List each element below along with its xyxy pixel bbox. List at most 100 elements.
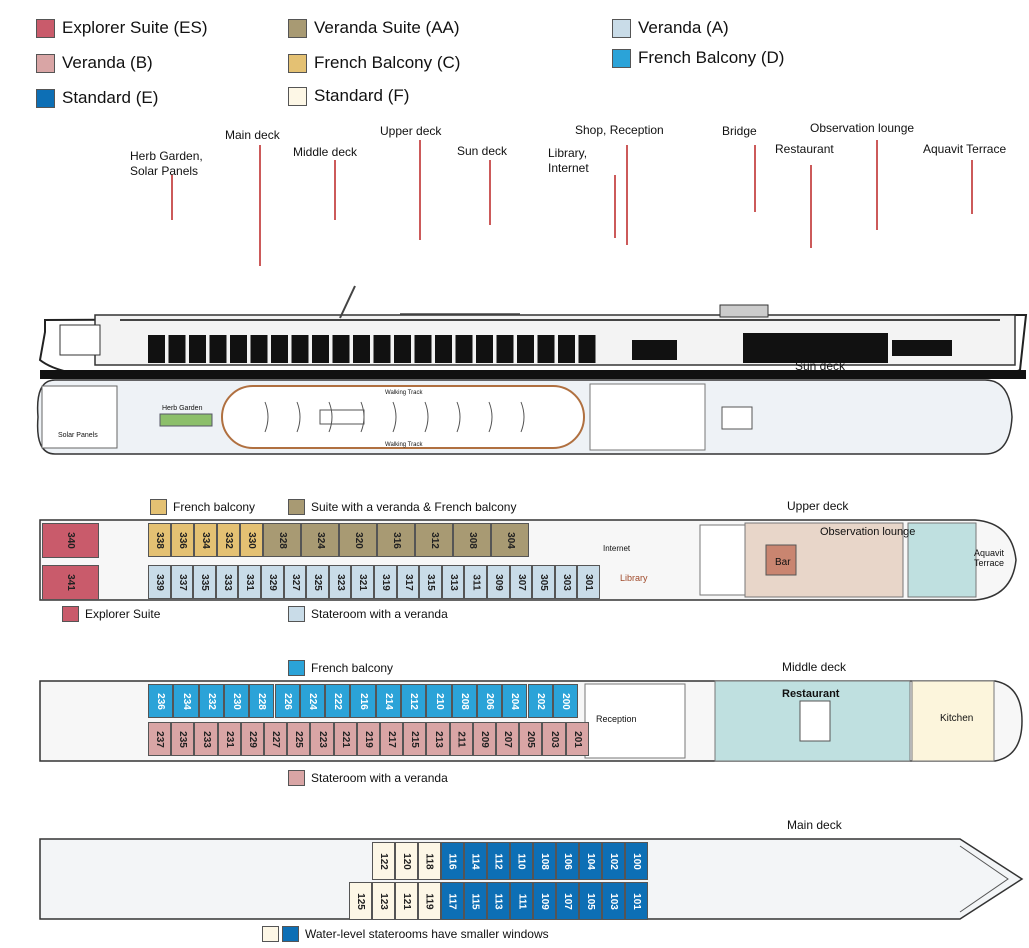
- cabin-334[interactable]: 334: [194, 523, 217, 557]
- cabin-233[interactable]: 233: [194, 722, 218, 756]
- cabin-230[interactable]: 230: [223, 684, 250, 718]
- cabin-305[interactable]: 305: [532, 565, 555, 599]
- cabin-113[interactable]: 113: [487, 882, 510, 920]
- cabin-222[interactable]: 222: [325, 684, 351, 718]
- cabin-123[interactable]: 123: [372, 882, 395, 920]
- cabin-125[interactable]: 125: [349, 882, 372, 920]
- cabin-329[interactable]: 329: [261, 565, 284, 599]
- cabin-109[interactable]: 109: [533, 882, 556, 920]
- ship-window: [496, 335, 514, 363]
- cabin-211[interactable]: 211: [449, 722, 473, 756]
- cabin-332[interactable]: 332: [217, 523, 240, 557]
- cabin-229[interactable]: 229: [240, 722, 264, 756]
- cabin-312[interactable]: 312: [415, 523, 453, 557]
- cabin-327[interactable]: 327: [283, 565, 307, 599]
- cabin-106[interactable]: 106: [556, 842, 579, 880]
- cabin-215[interactable]: 215: [403, 722, 427, 756]
- cabin-221[interactable]: 221: [333, 722, 357, 756]
- cabin-228[interactable]: 228: [249, 684, 275, 718]
- cabin-333[interactable]: 333: [215, 565, 239, 599]
- cabin-216[interactable]: 216: [350, 684, 376, 718]
- cabin-223[interactable]: 223: [310, 722, 334, 756]
- cabin-120[interactable]: 120: [395, 842, 418, 880]
- cabin-324[interactable]: 324: [301, 523, 339, 557]
- cabin-321[interactable]: 321: [351, 565, 374, 599]
- cabin-232[interactable]: 232: [198, 684, 224, 718]
- cabin-101[interactable]: 101: [625, 882, 648, 920]
- cabin-309[interactable]: 309: [487, 565, 510, 599]
- cabin-225[interactable]: 225: [287, 722, 311, 756]
- cabin-111[interactable]: 111: [510, 882, 533, 920]
- cabin-102[interactable]: 102: [602, 842, 625, 880]
- cabin-104[interactable]: 104: [579, 842, 602, 880]
- cabin-203[interactable]: 203: [542, 722, 566, 756]
- cabin-323[interactable]: 323: [328, 565, 352, 599]
- cabin-317[interactable]: 317: [396, 565, 420, 599]
- cabin-121[interactable]: 121: [395, 882, 418, 920]
- cabin-214[interactable]: 214: [375, 684, 401, 718]
- cabin-224[interactable]: 224: [299, 684, 326, 718]
- cabin-107[interactable]: 107: [556, 882, 579, 920]
- cabin-340[interactable]: 340: [42, 523, 99, 558]
- cabin-117[interactable]: 117: [441, 882, 464, 920]
- cabin-119[interactable]: 119: [418, 882, 441, 920]
- cabin-234[interactable]: 234: [173, 684, 199, 718]
- cabin-208[interactable]: 208: [451, 684, 477, 718]
- cabin-325[interactable]: 325: [306, 565, 329, 599]
- cabin-205[interactable]: 205: [519, 722, 543, 756]
- cabin-316[interactable]: 316: [377, 523, 415, 557]
- cabin-108[interactable]: 108: [533, 842, 556, 880]
- cabin-100[interactable]: 100: [625, 842, 648, 880]
- cabin-204[interactable]: 204: [502, 684, 528, 718]
- cabin-311[interactable]: 311: [464, 565, 487, 599]
- cabin-112[interactable]: 112: [487, 842, 510, 880]
- cabin-319[interactable]: 319: [374, 565, 397, 599]
- cabin-219[interactable]: 219: [356, 722, 380, 756]
- cabin-206[interactable]: 206: [476, 684, 503, 718]
- cabin-320[interactable]: 320: [339, 523, 377, 557]
- cabin-115[interactable]: 115: [464, 882, 487, 920]
- cabin-105[interactable]: 105: [579, 882, 602, 920]
- cabin-209[interactable]: 209: [472, 722, 496, 756]
- cabin-304[interactable]: 304: [491, 523, 529, 557]
- cabin-122[interactable]: 122: [372, 842, 395, 880]
- cabin-235[interactable]: 235: [171, 722, 195, 756]
- cabin-210[interactable]: 210: [426, 684, 452, 718]
- cabin-328[interactable]: 328: [263, 523, 301, 557]
- cabin-313[interactable]: 313: [441, 565, 465, 599]
- cabin-337[interactable]: 337: [170, 565, 194, 599]
- cabin-308[interactable]: 308: [453, 523, 491, 557]
- cabin-336[interactable]: 336: [171, 523, 194, 557]
- cabin-231[interactable]: 231: [217, 722, 241, 756]
- cabin-331[interactable]: 331: [238, 565, 261, 599]
- cabin-227[interactable]: 227: [264, 722, 288, 756]
- upper-internet-label: Internet: [603, 544, 631, 553]
- cabin-339[interactable]: 339: [148, 565, 171, 599]
- cabin-301[interactable]: 301: [577, 565, 600, 599]
- cabin-116[interactable]: 116: [441, 842, 464, 880]
- cabin-303[interactable]: 303: [554, 565, 578, 599]
- cabin-207[interactable]: 207: [496, 722, 520, 756]
- cabin-200[interactable]: 200: [552, 684, 579, 718]
- cabin-212[interactable]: 212: [401, 684, 427, 718]
- cabin-335[interactable]: 335: [193, 565, 216, 599]
- cabin-338[interactable]: 338: [148, 523, 171, 557]
- cabin-237[interactable]: 237: [148, 722, 172, 756]
- cabin-226[interactable]: 226: [274, 684, 300, 718]
- cabin-202[interactable]: 202: [527, 684, 553, 718]
- cabin-201[interactable]: 201: [565, 722, 589, 756]
- cabin-114[interactable]: 114: [464, 842, 487, 880]
- cabin-341[interactable]: 341: [42, 565, 99, 600]
- cabin-330[interactable]: 330: [240, 523, 263, 557]
- cabin-217[interactable]: 217: [380, 722, 404, 756]
- cabin-number: 211: [455, 730, 467, 748]
- cabin-118[interactable]: 118: [418, 842, 441, 880]
- cabin-315[interactable]: 315: [419, 565, 442, 599]
- bridge-structure: [719, 304, 769, 318]
- cabin-110[interactable]: 110: [510, 842, 533, 880]
- cabin-103[interactable]: 103: [602, 882, 625, 920]
- cabin-213[interactable]: 213: [426, 722, 450, 756]
- cabin-307[interactable]: 307: [509, 565, 533, 599]
- herb-garden-patch: [159, 413, 213, 427]
- cabin-236[interactable]: 236: [148, 684, 174, 718]
